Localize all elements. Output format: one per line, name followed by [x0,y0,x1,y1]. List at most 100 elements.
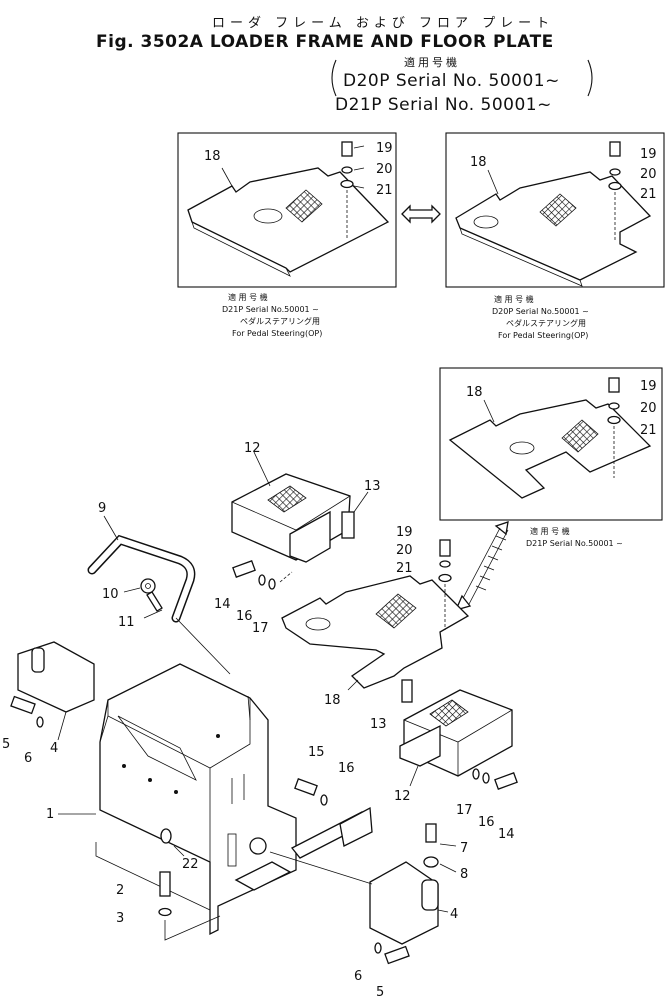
cover-plate-part-4-lower [369,861,449,945]
right-paren [587,59,593,97]
callout-4: 4 [450,907,458,922]
japanese-title: ローダ フレーム および フロア プレート [212,16,554,31]
inset-caption-line: 適 用 号 機 [494,294,534,304]
inset-caption-line: ペダルステアリング用 [506,318,586,328]
callout-1: 1 [46,807,54,822]
callout-20: 20 [396,543,413,558]
inset-frame [439,367,663,521]
nut-icon [608,181,622,191]
bolt-set-upper [232,560,293,590]
callout-20: 20 [640,167,657,182]
plate-hole [253,208,283,224]
callout-10: 10 [102,587,119,602]
bolt-set-part-5-6-lower [374,942,410,965]
callout-18: 18 [324,693,341,708]
callout-11: 11 [118,615,135,630]
cover-plate-part-4 [17,641,95,741]
serial-line-2: D21P Serial No. 50001~ [335,95,552,115]
console-cover-part-12 [231,451,351,563]
console-cover-part-12-lower [399,689,513,787]
bolt-set-lower [472,768,518,790]
callout-7: 7 [460,841,468,856]
inset-caption-line: 適 用 号 機 [530,526,570,536]
callout-12: 12 [394,789,411,804]
callout-19: 19 [640,379,657,394]
callout-9: 9 [98,501,106,516]
eye-bolt-part-10 [123,578,163,612]
nut-icon [340,179,354,189]
floor-plate-part-18 [281,575,470,691]
floor-plate [187,167,390,273]
bolt-set-part-7-8 [423,823,457,873]
serial-applicability: 適用号機 D20P Serial No. 50001~ D21P Serial … [331,55,593,115]
plate-mesh [285,189,323,223]
callout-17: 17 [252,621,269,636]
applicable-label: 適用号機 [404,55,460,69]
washer-icon [608,402,620,410]
bolt-set-plate [438,539,452,630]
grommet-part-22 [160,828,172,844]
callout-6: 6 [354,969,362,984]
figure-title: Fig. 3502A LOADER FRAME AND FLOOR PLATE [96,32,554,52]
bolt-set-part-15-16 [290,778,373,859]
inset-caption-line: D21P Serial No.50001 ~ [526,539,623,548]
washer-icon [341,166,353,174]
inset-caption-line: ペダルステアリング用 [240,316,320,326]
handrail-part-9 [87,515,196,623]
bracket-part-13 [341,491,369,539]
callout-2: 2 [116,883,124,898]
callout-14: 14 [214,597,231,612]
callout-18: 18 [466,385,483,400]
callout-22: 22 [182,857,199,872]
inset-caption-line: For Pedal Steering(OP) [498,331,588,340]
callout-5: 5 [2,737,10,752]
nut-icon [607,415,621,425]
callout-18: 18 [204,149,221,164]
callout-3: 3 [116,911,124,926]
callout-16: 16 [236,609,253,624]
callout-21: 21 [396,561,413,576]
callout-15: 15 [308,745,325,760]
inset-d20p-pedal-steering: 18 19 20 21 適 用 号 機 D20P Serial No.50001… [445,132,665,340]
callout-4: 4 [50,741,58,756]
callout-14: 14 [498,827,515,842]
inset-caption-line: D21P Serial No.50001 ~ [222,305,319,314]
callout-16: 16 [338,761,355,776]
callout-18: 18 [470,155,487,170]
callout-8: 8 [460,867,468,882]
left-paren [331,59,337,97]
bracket-part-13-lower [401,679,413,703]
callout-12: 12 [244,441,261,456]
loader-frame-part-1 [58,663,297,936]
plate-mesh [539,193,577,227]
reference-arrow-icon [454,521,509,612]
callout-20: 20 [376,162,393,177]
callout-17: 17 [456,803,473,818]
floor-plate [455,171,652,281]
plate-hole [509,441,535,455]
inset-d21p: 18 19 20 21 適 用 号 機 D21P Serial No.50001… [439,367,663,548]
bolt-icon [609,141,621,157]
callout-21: 21 [376,183,393,198]
callout-6: 6 [24,751,32,766]
callout-16: 16 [478,815,495,830]
bolt-set-part-2-3 [158,871,221,941]
bolt-icon [341,141,353,157]
inset-d21p-pedal-steering: 18 19 20 21 適 用 号 機 D21P Serial No.50001… [177,132,397,338]
inset-caption-line: For Pedal Steering(OP) [232,329,322,338]
callout-19: 19 [640,147,657,162]
floor-plate [448,399,652,499]
bolt-set-part-5-6 [10,695,44,728]
callout-21: 21 [640,187,657,202]
inset-caption-line: 適 用 号 機 [228,292,268,302]
callout-5: 5 [376,985,384,998]
bolt-icon [608,377,620,393]
inset-frame [177,132,397,288]
inset-caption-line: D20P Serial No.50001 ~ [492,307,589,316]
callout-13: 13 [370,717,387,732]
callout-19: 19 [376,141,393,156]
washer-icon [609,168,621,176]
callout-19: 19 [396,525,413,540]
inset-frame [445,132,665,288]
